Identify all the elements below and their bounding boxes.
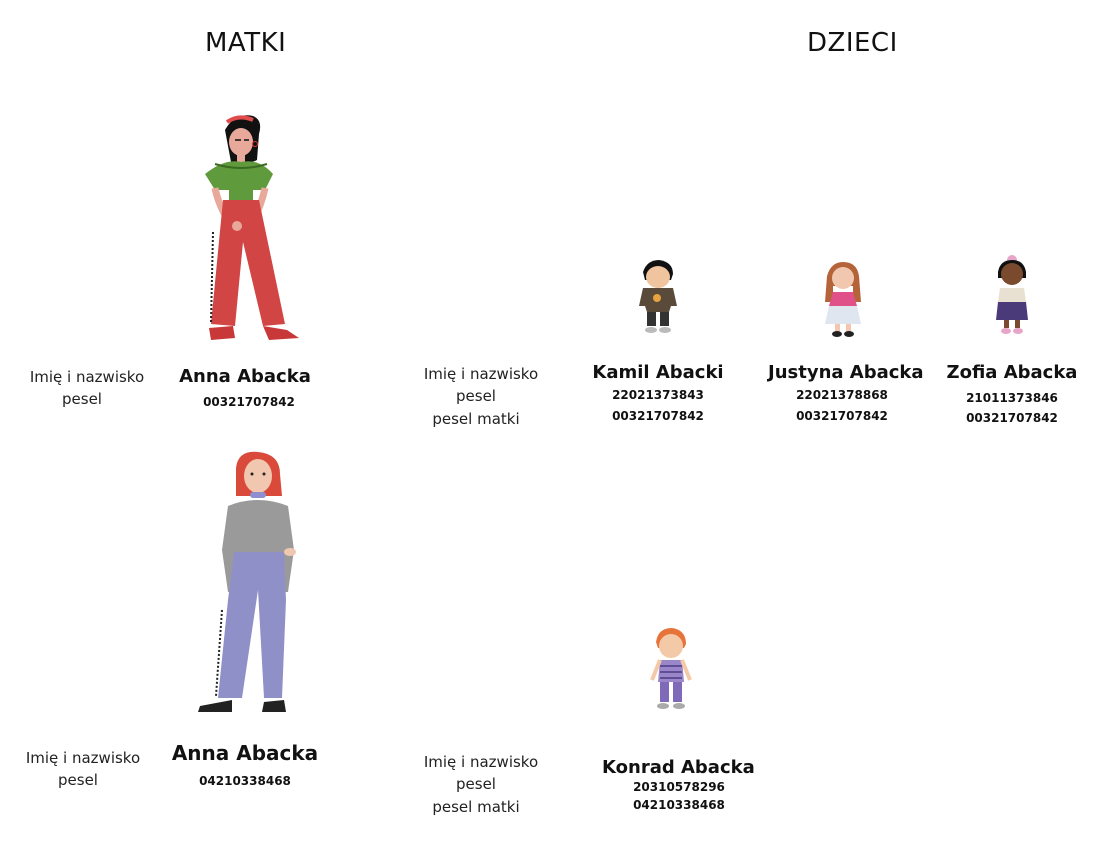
- child-justyna-name: Justyna Abacka: [768, 362, 924, 383]
- child-zofia-mother-pesel: 00321707842: [966, 411, 1058, 425]
- mothers-header: MATKI: [205, 28, 287, 58]
- child-row-2-pesel-label: pesel: [456, 775, 496, 793]
- child-kamil-illustration: [637, 260, 679, 336]
- child-justyna-illustration: [823, 262, 863, 338]
- child-justyna-mother-pesel: 00321707842: [796, 409, 888, 423]
- mother-2-pesel: 04210338468: [199, 774, 291, 788]
- mother-2-pesel-label: pesel: [58, 771, 98, 789]
- child-konrad-pesel: 20310578296: [633, 780, 725, 794]
- mother-2-illustration: [192, 450, 302, 715]
- mother-1-name: Anna Abacka: [179, 366, 311, 387]
- children-header: DZIECI: [807, 28, 898, 58]
- child-konrad-mother-pesel: 04210338468: [633, 798, 725, 812]
- child-konrad-name: Konrad Abacka: [602, 757, 755, 778]
- child-row-2-mother-pesel-label: pesel matki: [432, 798, 520, 816]
- child-row-1-name-label: Imię i nazwisko: [423, 365, 539, 383]
- mother-1-pesel-label: pesel: [62, 390, 102, 408]
- mother-2-name-label: Imię i nazwisko: [25, 749, 141, 767]
- child-justyna-pesel: 22021378868: [796, 388, 888, 402]
- child-kamil-pesel: 22021373843: [612, 388, 704, 402]
- child-kamil-mother-pesel: 00321707842: [612, 409, 704, 423]
- child-row-2-name-label: Imię i nazwisko: [423, 753, 539, 771]
- mother-1-name-label: Imię i nazwisko: [29, 368, 145, 386]
- child-kamil-name: Kamil Abacki: [592, 362, 724, 383]
- child-zofia-name: Zofia Abacka: [946, 362, 1078, 383]
- child-row-1-mother-pesel-label: pesel matki: [432, 410, 520, 428]
- mother-2-name: Anna Abacka: [171, 741, 319, 765]
- child-zofia-illustration: [992, 254, 1032, 336]
- child-zofia-pesel: 21011373846: [966, 391, 1058, 405]
- mother-1-illustration: [195, 112, 305, 344]
- mother-1-pesel: 00321707842: [203, 395, 295, 409]
- child-konrad-illustration: [650, 626, 692, 714]
- child-row-1-pesel-label: pesel: [456, 387, 496, 405]
